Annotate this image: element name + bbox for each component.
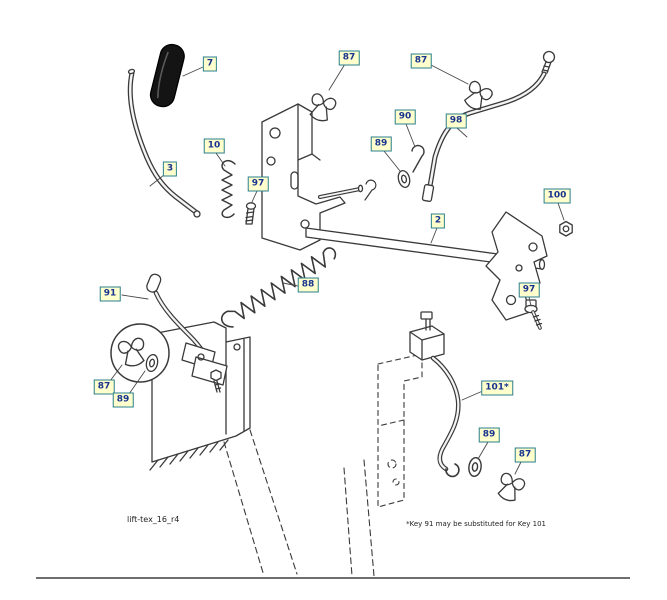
bracket-pin xyxy=(318,179,377,201)
callout-87-lower: 87 xyxy=(514,447,536,463)
lift-spring-88 xyxy=(220,247,337,328)
diagram-name: lift-tex_16_r4 xyxy=(127,515,180,524)
callout-87-top-center: 87 xyxy=(338,50,360,66)
callout-97-upper: 97 xyxy=(247,176,269,192)
bolt-97-upper xyxy=(245,202,257,225)
callout-89-lower: 89 xyxy=(478,427,500,443)
callout-100: 100 xyxy=(543,188,571,204)
retainer-clip-90 xyxy=(411,144,425,173)
frame-dashed-lines xyxy=(223,429,375,577)
callout-91: 91 xyxy=(99,286,121,302)
callout-89-upper: 89 xyxy=(370,136,392,152)
lever-91 xyxy=(146,273,228,393)
callout-98: 98 xyxy=(445,113,467,129)
footnote: *Key 91 may be substituted for Key 101 xyxy=(406,520,546,528)
callout-101: 101* xyxy=(481,380,513,396)
page-bottom-rule xyxy=(36,577,630,579)
callout-2: 2 xyxy=(430,213,446,229)
lift-link-rod-98 xyxy=(421,50,556,202)
callout-88: 88 xyxy=(297,277,319,293)
callout-7: 7 xyxy=(202,56,218,72)
callout-3: 3 xyxy=(162,161,178,177)
lift-shaft-2 xyxy=(305,227,546,270)
mounting-bracket xyxy=(261,103,346,251)
small-extension-spring xyxy=(221,159,236,219)
lever-101 xyxy=(409,311,461,478)
deck-bracket-left xyxy=(149,321,251,471)
lift-lever-rod xyxy=(127,68,201,218)
leader-lines xyxy=(109,63,565,475)
callout-10: 10 xyxy=(203,138,225,154)
flange-nut-100 xyxy=(559,220,573,237)
pivot-bracket-right xyxy=(485,211,548,321)
callout-90: 90 xyxy=(394,109,416,125)
callout-89-detail: 89 xyxy=(112,392,134,408)
callout-97-right: 97 xyxy=(518,282,540,298)
lever-grip xyxy=(149,43,185,108)
callout-87-top-right: 87 xyxy=(410,53,432,69)
callout-87-detail: 87 xyxy=(93,379,115,395)
